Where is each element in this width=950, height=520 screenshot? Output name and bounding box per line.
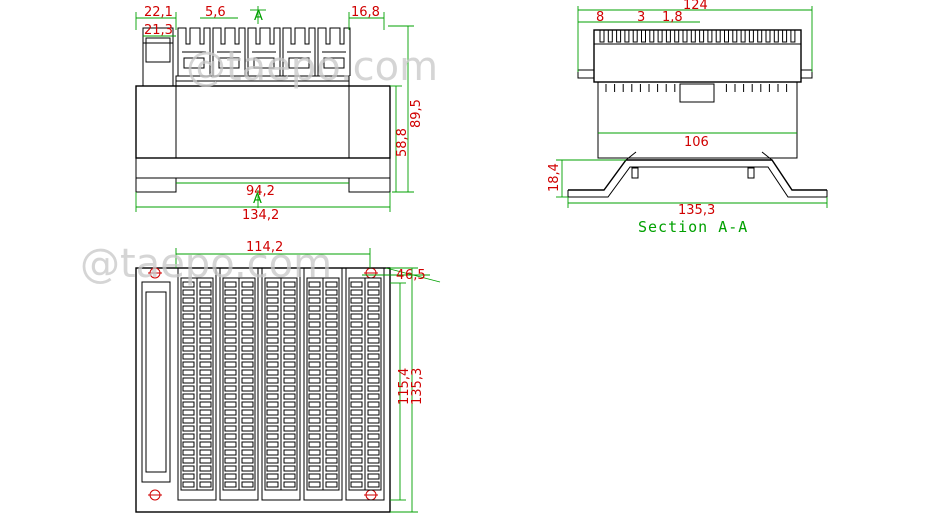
top-module — [345, 267, 385, 501]
dim-94-2-label: 94,2 — [246, 184, 275, 199]
comb-tooth — [782, 29, 788, 43]
front-modules — [177, 27, 351, 76]
section-mark-top: A — [254, 9, 263, 24]
dim-3-label: 3 — [637, 10, 645, 25]
top-view — [135, 267, 391, 513]
dim-18-4-label: 18,4 — [547, 163, 562, 192]
dim-58-8-label: 58,8 — [395, 128, 410, 157]
front-module — [282, 27, 316, 76]
comb-tooth — [707, 29, 713, 43]
comb-tooth — [740, 29, 746, 43]
dim-1-8-label: 1,8 — [662, 10, 683, 25]
watermark-top: @taepo.com — [186, 44, 438, 90]
comb-tooth — [641, 29, 646, 43]
section-mark-bottom: A — [253, 192, 262, 207]
comb-tooth — [665, 29, 671, 43]
section-caption: Section A-A — [638, 218, 748, 236]
section-view — [567, 29, 828, 198]
comb-tooth — [674, 29, 680, 43]
comb-tooth — [748, 29, 754, 43]
front-module — [317, 27, 351, 76]
comb-tooth — [616, 29, 622, 43]
comb-tooth — [632, 29, 638, 43]
dim-21-3-label: 21,3 — [144, 23, 173, 38]
comb-tooth — [649, 29, 655, 43]
dim-4-label: 4 — [396, 268, 404, 283]
dim-6-5-label: 6,5 — [405, 268, 426, 283]
comb-tooth — [599, 29, 605, 43]
dim-124-label: 124 — [683, 0, 708, 13]
dim-89-5-label: 89,5 — [409, 99, 424, 128]
comb-tooth — [699, 29, 705, 43]
dim-8-label: 8 — [596, 10, 604, 25]
section-view-dimensions: 124 8 3 1,8 106 18,4 135,3 Section A-A — [547, 0, 828, 236]
comb-tooth — [682, 29, 688, 43]
watermark-bottom: @taepo.com — [80, 241, 332, 287]
comb-tooth — [657, 29, 663, 43]
dim-135-3-top-label: 135,3 — [410, 368, 425, 405]
front-view — [135, 27, 391, 193]
top-module — [219, 267, 259, 501]
comb-tooth — [732, 29, 738, 43]
dim-135-3-section-label: 135,3 — [678, 203, 715, 218]
comb-tooth — [690, 29, 696, 43]
dim-22-1-label: 22,1 — [144, 5, 173, 20]
comb-tooth — [790, 29, 796, 43]
front-module — [247, 27, 281, 76]
dim-115-4-label: 115,4 — [397, 368, 412, 405]
section-teeth — [599, 29, 796, 43]
comb-tooth — [773, 29, 779, 43]
comb-tooth — [624, 29, 630, 43]
section-ribs — [605, 84, 788, 92]
dim-106-label: 106 — [684, 135, 709, 150]
dim-5-6-label: 5,6 — [205, 5, 226, 20]
dim-134-2-label: 134,2 — [242, 208, 279, 223]
top-module — [303, 267, 343, 501]
dim-16-8-label: 16,8 — [351, 5, 380, 20]
front-module — [177, 27, 211, 76]
comb-tooth — [715, 29, 721, 43]
top-modules — [177, 267, 385, 501]
dim-114-2-label: 114,2 — [246, 240, 283, 255]
comb-tooth — [724, 29, 729, 43]
front-module — [212, 27, 246, 76]
comb-tooth — [765, 29, 771, 43]
front-view-dimensions: 22,1 21,3 5,6 A 16,8 89,5 58,8 94,2 A — [135, 5, 424, 223]
comb-tooth — [757, 29, 763, 43]
top-module — [261, 267, 301, 501]
top-view-dimensions: 114,2 4 6,5 115,4 135,3 — [175, 240, 441, 513]
top-module — [177, 267, 217, 501]
comb-tooth — [607, 29, 613, 43]
